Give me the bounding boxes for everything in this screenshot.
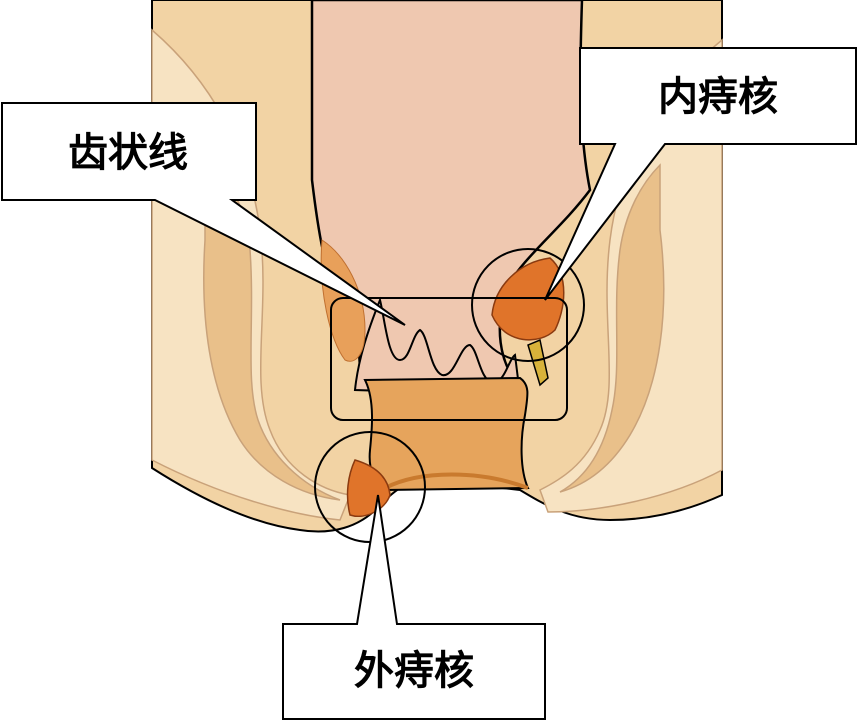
label-internal-hemorrhoid: 内痔核 [658, 74, 778, 120]
label-external-hemorrhoid: 外痔核 [354, 648, 474, 694]
label-dentate-line: 齿状线 [68, 130, 188, 176]
